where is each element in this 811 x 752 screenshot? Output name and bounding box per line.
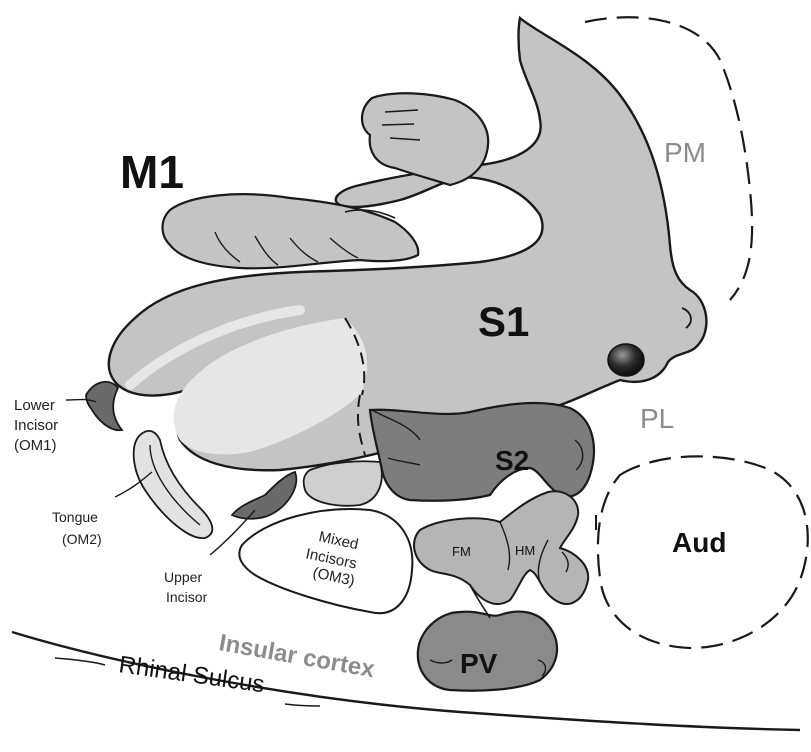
- label-pl: PL: [640, 403, 674, 434]
- fm-region: [414, 491, 588, 604]
- label-lower-incisor-1: Lower: [14, 397, 55, 414]
- upper-incisor-region: [232, 472, 296, 519]
- label-tongue-2: (OM2): [62, 531, 102, 547]
- oral-light-region: [304, 461, 382, 505]
- label-pv: PV: [460, 648, 498, 679]
- label-lower-incisor-2: Incisor: [14, 417, 58, 434]
- label-lower-incisor-3: (OM1): [14, 437, 57, 454]
- label-pm: PM: [664, 137, 706, 168]
- forepaw-digits: [362, 93, 488, 185]
- lower-incisor-region: [86, 382, 122, 430]
- label-upper-incisor-1: Upper: [164, 569, 202, 585]
- s2-region: [370, 403, 594, 501]
- label-aud: Aud: [672, 527, 726, 558]
- label-hm: HM: [515, 543, 535, 558]
- label-fm: FM: [452, 544, 471, 559]
- label-tongue-1: Tongue: [52, 509, 98, 525]
- label-m1: M1: [120, 146, 184, 198]
- dark-blob: [608, 344, 644, 376]
- label-s1: S1: [478, 298, 529, 345]
- label-upper-incisor-2: Incisor: [166, 589, 208, 605]
- label-s2: S2: [495, 445, 529, 476]
